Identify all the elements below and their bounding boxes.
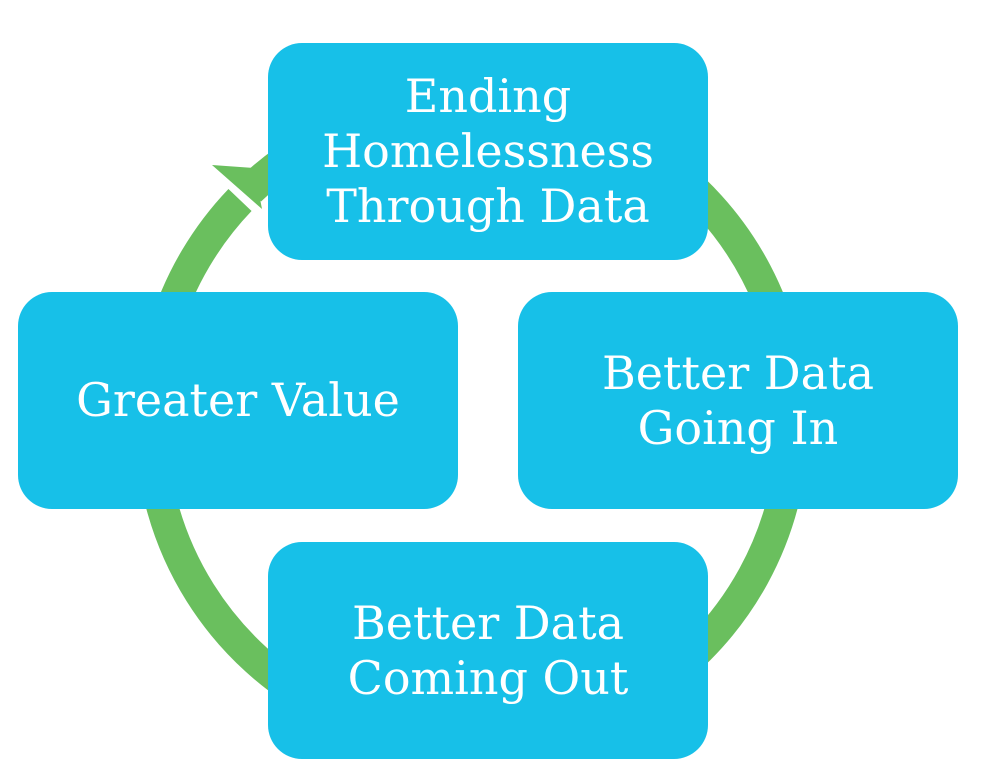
arrowhead-icon (212, 165, 262, 209)
step-text: Better Data (351, 595, 625, 650)
cycle-step-better-data-going-in: Better Data Going In (518, 292, 958, 509)
step-text: Better Data (601, 345, 875, 400)
step-text: Homelessness (322, 124, 654, 178)
cycle-step-greater-value: Greater Value (18, 292, 458, 509)
step-text: Greater Value (76, 373, 400, 427)
step-text: Going In (637, 400, 839, 455)
step-text: Through Data (326, 179, 650, 233)
cycle-step-better-data-coming-out: Better Data Coming Out (268, 542, 708, 759)
step-text: Coming Out (347, 650, 629, 705)
cycle-step-ending-homelessness: Ending Homelessness Through Data (268, 43, 708, 260)
step-text: Ending (404, 69, 572, 123)
